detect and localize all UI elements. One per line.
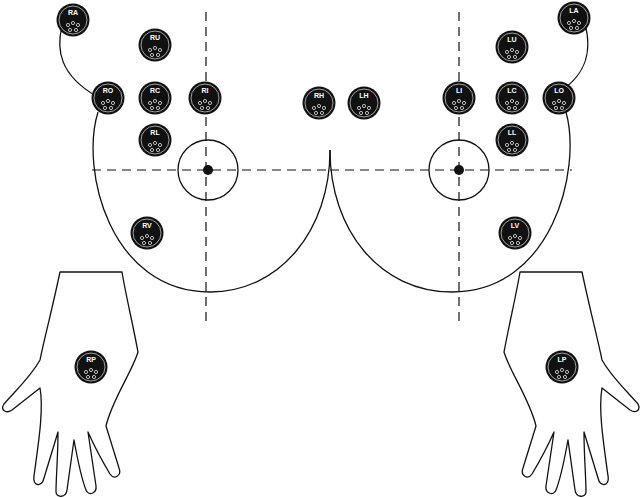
electrode-circle <box>557 1 591 35</box>
electrode-marker: LP <box>545 350 579 384</box>
electrode-label: RI <box>188 87 222 95</box>
electrode-marker: RO <box>91 81 125 115</box>
electrode-marker: LU <box>495 30 529 64</box>
electrode-circle <box>56 3 90 37</box>
electrode-circle <box>130 216 164 250</box>
electrode-marker: LV <box>498 216 532 250</box>
electrode-circle <box>545 350 579 384</box>
electrode-label: RA <box>56 9 90 17</box>
electrode-label: RO <box>91 87 125 95</box>
electrode-label: LH <box>347 92 381 100</box>
electrode-label: LV <box>498 222 532 230</box>
electrode-label: RU <box>138 34 172 42</box>
electrode-marker: RV <box>130 216 164 250</box>
electrode-label: RL <box>138 129 172 137</box>
electrode-circle <box>302 86 336 120</box>
electrode-marker: RA <box>56 3 90 37</box>
electrode-marker: LH <box>347 86 381 120</box>
electrode-marker: RL <box>138 123 172 157</box>
electrode-circle <box>138 81 172 115</box>
electrode-label: LL <box>495 129 529 137</box>
electrode-label: LU <box>495 36 529 44</box>
electrode-label: LC <box>495 87 529 95</box>
electrode-circle <box>347 86 381 120</box>
dashed-axis <box>205 12 206 322</box>
wire <box>60 26 96 96</box>
electrode-label: LO <box>542 87 576 95</box>
electrode-label: LA <box>557 7 591 15</box>
hand-outline <box>504 272 639 496</box>
electrode-marker: RP <box>74 350 108 384</box>
electrode-circle <box>498 216 532 250</box>
breast-outline <box>93 112 330 292</box>
electrode-marker: LO <box>542 81 576 115</box>
electrode-label: RV <box>130 222 164 230</box>
electrode-label: RC <box>138 87 172 95</box>
electrode-circle <box>442 81 476 115</box>
electrode-circle <box>188 81 222 115</box>
electrode-circle <box>495 30 529 64</box>
electrode-marker: LL <box>495 123 529 157</box>
dashed-axis <box>330 169 572 170</box>
dashed-axis <box>458 12 459 322</box>
electrode-circle <box>495 123 529 157</box>
electrode-marker: LI <box>442 81 476 115</box>
electrode-label: RP <box>74 356 108 364</box>
dashed-axis <box>92 169 330 170</box>
electrode-marker: LC <box>495 81 529 115</box>
electrode-marker: RI <box>188 81 222 115</box>
electrode-marker: RC <box>138 81 172 115</box>
electrode-circle <box>542 81 576 115</box>
electrode-circle <box>74 350 108 384</box>
electrode-circle <box>495 81 529 115</box>
electrode-label: LP <box>545 356 579 364</box>
electrode-marker: RH <box>302 86 336 120</box>
electrode-label: LI <box>442 87 476 95</box>
electrode-marker: RU <box>138 28 172 62</box>
electrode-circle <box>138 123 172 157</box>
electrode-label: RH <box>302 92 336 100</box>
electrode-marker: LA <box>557 1 591 35</box>
electrode-circle <box>91 81 125 115</box>
hand-outline <box>3 272 138 496</box>
breast-outline <box>330 112 570 292</box>
electrode-circle <box>138 28 172 62</box>
